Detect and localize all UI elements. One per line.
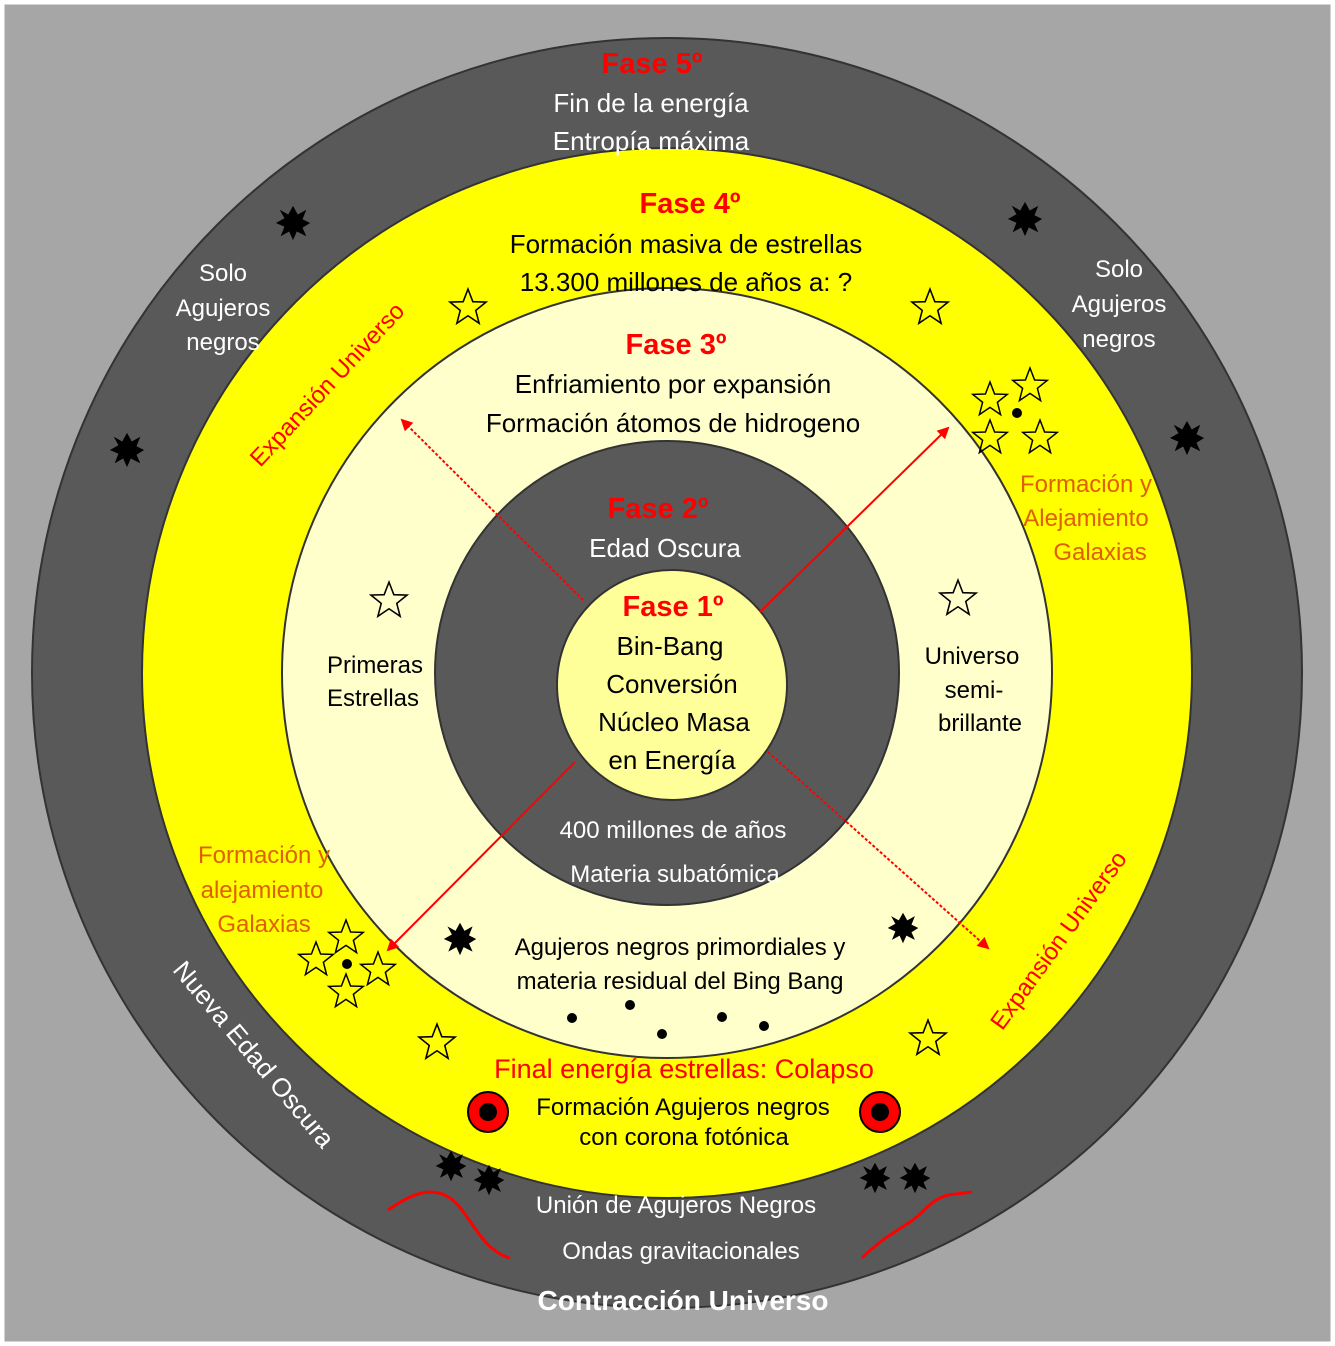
phase1-line2: Conversión	[606, 669, 738, 699]
dot-icon	[1012, 408, 1022, 418]
first-stars-line1: Primeras	[327, 652, 423, 679]
galaxies-right-line1: Formación y	[1020, 471, 1152, 498]
first-stars-line2: Estrellas	[327, 685, 419, 712]
collapse-title: Final energía estrellas: Colapso	[494, 1054, 874, 1084]
dot-icon	[625, 1000, 635, 1010]
dot-icon	[342, 959, 352, 969]
galaxies-right-line3: Galaxias	[1053, 539, 1146, 566]
semi-bright-line3: brillante	[938, 710, 1022, 737]
photon-corona-black-hole-right	[859, 1091, 901, 1133]
phase5-line1: Fin de la energía	[553, 88, 749, 118]
left-black-holes-line2: Agujeros	[176, 295, 271, 322]
galaxies-left-line3: Galaxias	[217, 911, 310, 938]
phase2-line1: Edad Oscura	[589, 533, 741, 563]
collapse-line1: Formación Agujeros negros	[536, 1094, 829, 1121]
union-line2: Ondas gravitacionales	[562, 1238, 799, 1265]
union-line1: Unión de Agujeros Negros	[536, 1192, 816, 1219]
phase1-line4: en Energía	[608, 745, 736, 775]
phase1-line1: Bin-Bang	[617, 631, 724, 661]
contraction-label: Contracción Universo	[538, 1285, 829, 1316]
phase3-line1: Enfriamiento por expansión	[515, 369, 832, 399]
phase3-line2: Formación átomos de hidrogeno	[486, 408, 860, 438]
phase5-title: Fase 5º	[602, 48, 703, 80]
photon-corona-black-hole-left	[467, 1091, 509, 1133]
dot-icon	[759, 1021, 769, 1031]
galaxies-left-line2: alejamiento	[201, 877, 324, 904]
right-black-holes-line1: Solo	[1095, 256, 1143, 283]
galaxies-right-line2: Alejamiento	[1023, 505, 1148, 532]
semi-bright-line1: Universo	[925, 643, 1020, 670]
expansion-arrow-lower-right	[767, 751, 990, 950]
gravitational-wave-left	[387, 1190, 511, 1260]
phase4-title: Fase 4º	[640, 188, 741, 220]
phase5-line2: Entropía máxima	[553, 126, 750, 156]
expansion-arrow-upper-left	[400, 418, 584, 601]
phase4-line1: Formación masiva de estrellas	[510, 229, 863, 259]
galaxies-left-line1: Formación y	[198, 842, 330, 869]
right-black-holes-line2: Agujeros	[1072, 291, 1167, 318]
expansion-arrow-lower-left	[386, 761, 576, 952]
expansion-arrow-upper-right	[759, 426, 950, 613]
dot-icon	[567, 1013, 577, 1023]
core-duration: 400 millones de años	[560, 817, 787, 844]
dot-icon	[657, 1029, 667, 1039]
phase4-line2: 13.300 millones de años a: ?	[520, 267, 852, 297]
primordial-line1: Agujeros negros primordiales y	[515, 934, 846, 961]
phase2-title: Fase 2º	[608, 493, 709, 525]
phase1-title: Fase 1º	[623, 591, 724, 623]
phase3-title: Fase 3º	[626, 329, 727, 361]
gravitational-wave-right	[860, 1190, 973, 1260]
collapse-line2: con corona fotónica	[579, 1124, 789, 1151]
core-phase1	[556, 569, 788, 801]
semi-bright-line2: semi-	[945, 677, 1004, 704]
primordial-line2: materia residual del Bing Bang	[517, 968, 844, 995]
left-black-holes-line1: Solo	[199, 260, 247, 287]
left-black-holes-line3: negros	[186, 329, 259, 356]
phase1-line3: Núcleo Masa	[598, 707, 750, 737]
residual-matter-dots	[342, 408, 1022, 1039]
dot-icon	[717, 1012, 727, 1022]
right-black-holes-line3: negros	[1082, 326, 1155, 353]
core-matter: Materia subatómica	[570, 861, 780, 888]
